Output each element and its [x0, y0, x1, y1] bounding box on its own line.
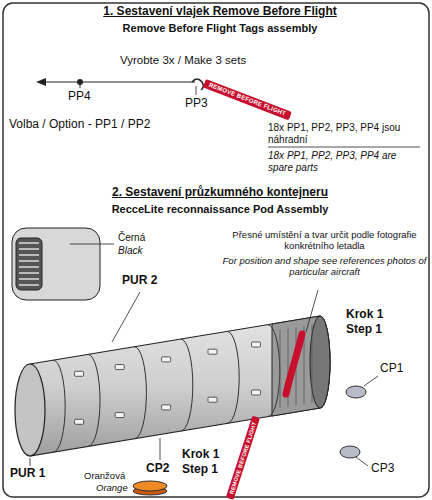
grill-slat — [19, 254, 39, 256]
part-cp3 — [340, 446, 360, 458]
grill-slat — [19, 272, 39, 274]
pod-nose — [272, 316, 330, 416]
part-cp1 — [346, 386, 366, 398]
step-label: Krok 1 — [182, 448, 219, 462]
pod-clamp — [252, 390, 261, 395]
section-heading: RecceLite reconnaissance Pod Assembly — [4, 203, 432, 216]
pod-clamp — [208, 349, 217, 354]
nose-rib — [312, 325, 313, 403]
grill-slat — [19, 284, 39, 286]
part-name: CP3 — [371, 462, 394, 476]
color-note: Black — [118, 245, 142, 257]
part-name: CP2 — [146, 462, 169, 476]
part-name: PP3 — [185, 97, 208, 111]
black-grill — [16, 238, 42, 290]
pod-clamp — [208, 397, 217, 402]
grill-slat — [19, 278, 39, 280]
grill-slat — [19, 260, 39, 262]
note-text: For position and shape see references ph… — [222, 256, 427, 278]
note-text: Přesné umístění a tvar určit podle fotog… — [222, 230, 427, 252]
pod-clamp — [75, 371, 84, 376]
tag-string — [44, 81, 195, 82]
pod-rear-cap — [15, 364, 45, 456]
pod-end-view — [12, 228, 100, 300]
part-name: PUR 2 — [122, 274, 157, 288]
pod-clamp — [75, 419, 84, 424]
pod-band — [134, 347, 146, 439]
leader-line — [356, 457, 368, 466]
arrow-head — [36, 78, 46, 86]
leader-line — [364, 376, 378, 386]
tag-text: REMOVE BEFORE FLIGHT — [203, 79, 292, 120]
grill-slat — [19, 266, 39, 268]
pod-body — [30, 316, 330, 456]
red-tag — [286, 334, 302, 394]
leader-line — [196, 86, 197, 95]
part-pp3 — [192, 79, 203, 90]
part-name: PUR 1 — [10, 467, 45, 481]
pod-clamp — [162, 357, 171, 362]
step-label: Step 1 — [346, 323, 382, 337]
section-heading: Remove Before Flight Tags assembly — [4, 22, 432, 35]
leader-line — [160, 438, 161, 460]
pod-clamp — [252, 342, 261, 347]
section-heading: 1. Sestavení vlajek Remove Before Flight — [4, 5, 432, 19]
leader-line — [112, 292, 140, 342]
grill-slat — [19, 248, 39, 250]
pod-band — [227, 331, 239, 423]
pod-clamp — [162, 405, 171, 410]
tag-text: REMOVE BEFORE FLIGHT — [226, 416, 260, 500]
leader-line — [80, 82, 81, 88]
note-text: 18x PP1, PP2, PP3, PP4 are spare parts — [268, 150, 423, 173]
page-frame — [3, 3, 429, 497]
note-text: Vyrobte 3x / Make 3 sets — [120, 54, 246, 67]
pod-band — [181, 339, 193, 431]
leader-line — [70, 244, 114, 245]
pod-band — [268, 325, 280, 417]
part-name: CP1 — [380, 362, 403, 376]
separator-line — [268, 147, 420, 148]
pod-front-cap — [310, 316, 330, 408]
pod-band — [88, 354, 100, 446]
part-name: PP4 — [68, 90, 91, 104]
step-label: Step 1 — [182, 463, 218, 477]
note-text: 18x PP1, PP2, PP3, PP4 jsou náhradní — [268, 122, 423, 145]
leader-line — [30, 458, 31, 466]
section-heading: 2. Sestavení průzkumného kontejneru — [4, 186, 432, 200]
grill-slat — [19, 242, 39, 244]
color-note: Orange — [96, 483, 128, 494]
pod-band — [53, 360, 65, 452]
step-label: Krok 1 — [346, 308, 383, 322]
pod-clamp — [115, 413, 124, 418]
nose-rib — [280, 330, 281, 408]
note-text: Volba / Option - PP1 / PP2 — [9, 118, 150, 132]
orange-part — [133, 481, 167, 491]
leader-line — [306, 290, 318, 332]
color-note: Oranžová — [84, 471, 125, 482]
pod-clamp — [115, 365, 124, 370]
color-note: Černá — [118, 232, 145, 244]
